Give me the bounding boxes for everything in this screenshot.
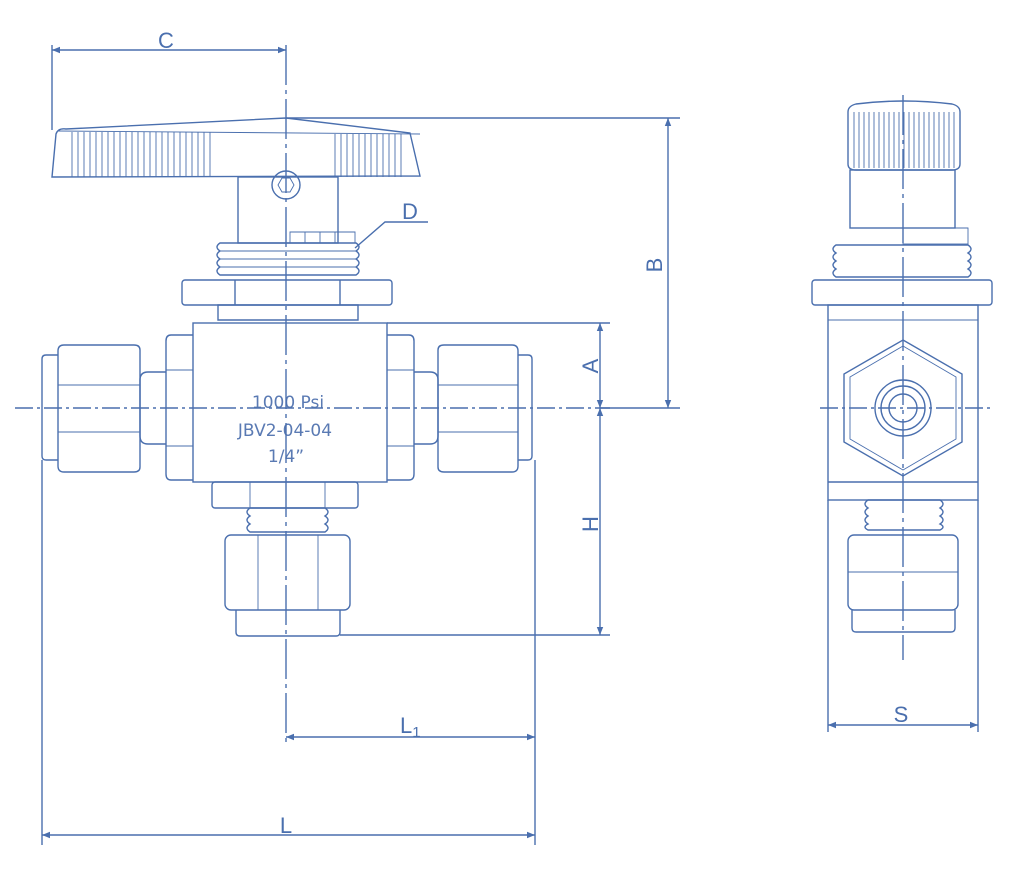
dim-c-label: C: [158, 28, 174, 53]
front-view: 1000 Psi JBV2-04-04 1/4”: [15, 45, 610, 742]
dim-l-label: L: [280, 813, 292, 838]
dim-a-label: A: [578, 358, 603, 373]
bonnet-thread: [216, 242, 360, 276]
model-number: JBV2-04-04: [237, 421, 332, 441]
left-fitting: [41, 334, 193, 481]
knurl-lines: [853, 112, 955, 168]
dim-l1-label: L1: [400, 713, 421, 741]
pressure-rating: 1000 Psi: [252, 393, 324, 413]
dimensions: C B D A H L1 L: [41, 28, 680, 845]
dim-s-label: S: [894, 702, 909, 727]
knurl-lines: [71, 132, 211, 177]
side-view: S: [811, 95, 993, 732]
dim-b-label: B: [642, 258, 667, 273]
panel-nut: [181, 279, 393, 321]
dim-h-label: H: [578, 516, 603, 532]
handle: [51, 117, 421, 178]
bottom-fitting: [211, 481, 359, 637]
knurl-lines: [334, 134, 402, 177]
stem: [237, 170, 356, 244]
dim-d-label: D: [402, 199, 418, 224]
